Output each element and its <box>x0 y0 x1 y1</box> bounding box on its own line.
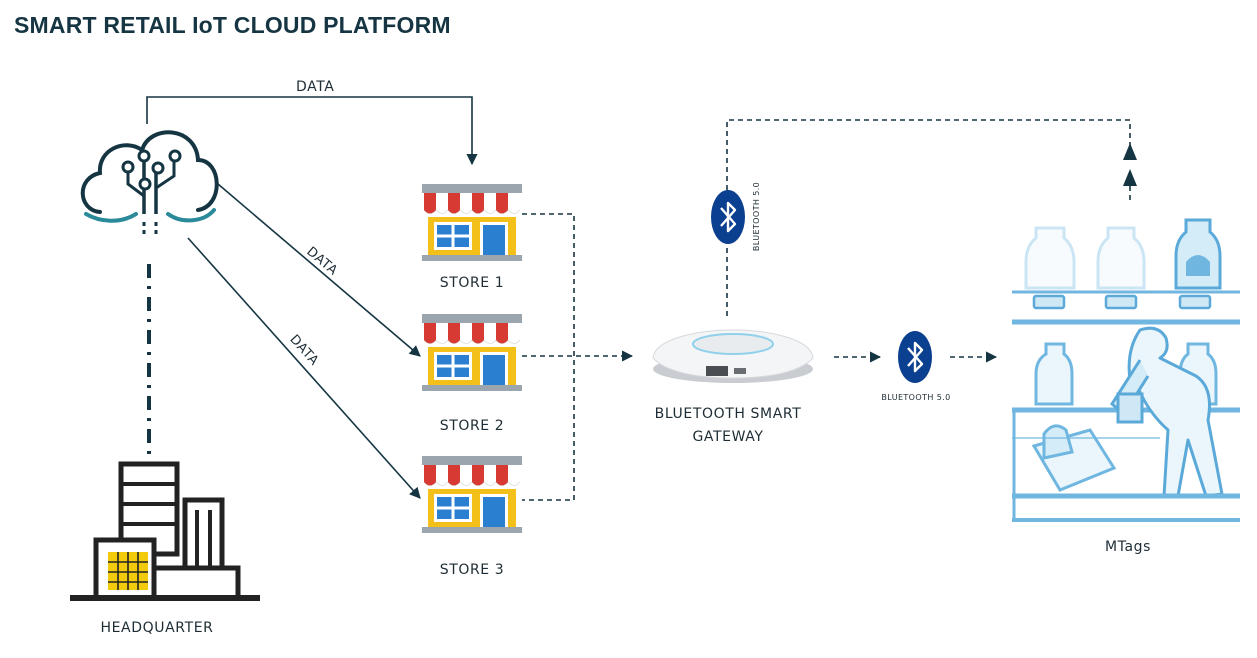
uplink-arrow-head-1 <box>1123 143 1137 160</box>
page-title: SMART RETAIL IoT CLOUD PLATFORM <box>14 12 451 38</box>
shelf-shopper-icon <box>1012 218 1240 522</box>
bluetooth-icon <box>711 190 745 244</box>
data-arrow-store3 <box>187 237 421 499</box>
headquarter-building-icon <box>70 461 260 601</box>
store-gateway-links <box>522 213 634 501</box>
bluetooth-icon <box>898 331 932 383</box>
store-3-icon <box>420 454 524 535</box>
store-2-label: STORE 2 <box>439 418 505 434</box>
cloud-circuit-icon <box>80 130 219 238</box>
uplink-arrow-head-2 <box>1123 169 1137 186</box>
store-2-icon <box>420 312 524 393</box>
data-arrow-store1 <box>146 96 478 166</box>
gateway-label-line1: BLUETOOTH SMART <box>654 406 802 422</box>
headquarter-label: HEADQUARTER <box>100 620 214 636</box>
gateway-mtags-uplink <box>726 119 1131 316</box>
mtags-label: MTags <box>1104 539 1152 555</box>
store-1-label: STORE 1 <box>439 275 505 291</box>
gateway-device-icon <box>652 329 814 383</box>
gateway-label-line2: GATEWAY <box>692 429 764 445</box>
data-arrow-store2 <box>217 183 421 357</box>
store-3-label: STORE 3 <box>439 562 505 578</box>
bt-vertical-label: BLUETOOTH 5.0 <box>752 181 762 252</box>
store-1-icon <box>420 182 524 263</box>
data-label-top: DATA <box>296 79 335 95</box>
bt-horizontal-label: BLUETOOTH 5.0 <box>881 393 951 402</box>
